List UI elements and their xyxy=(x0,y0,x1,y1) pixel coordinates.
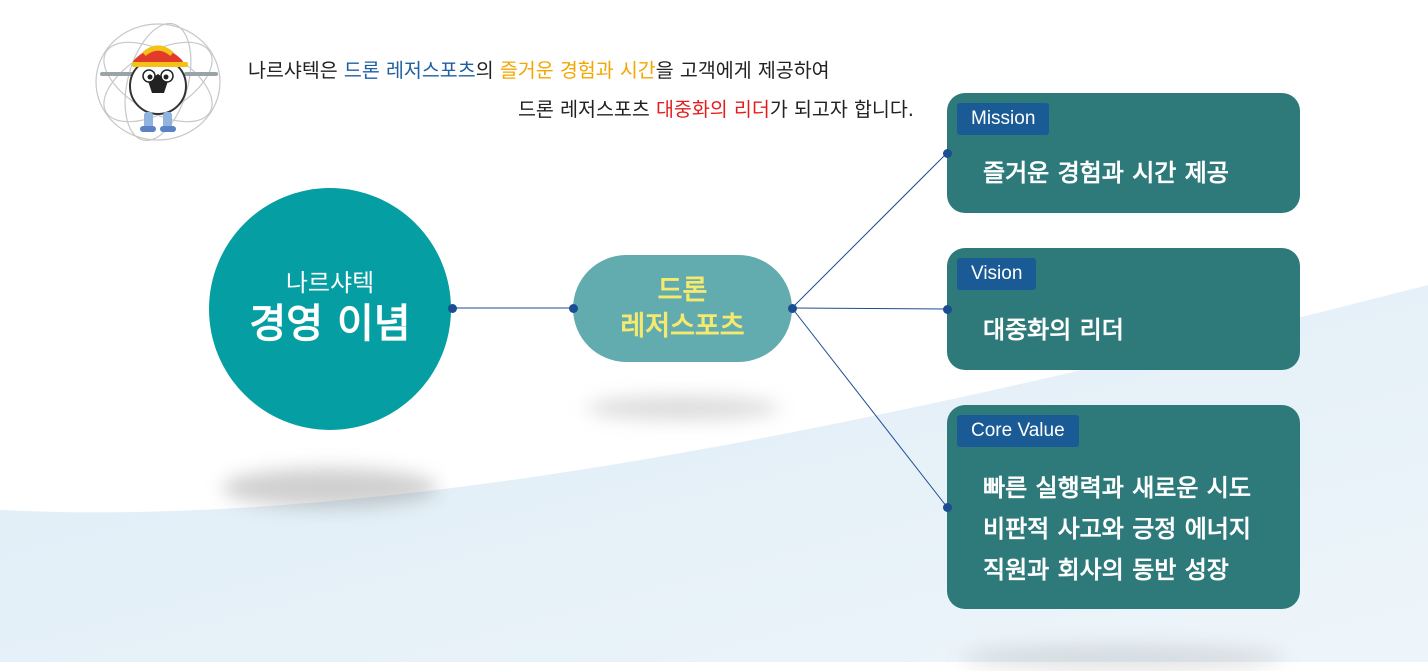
center-node-line-2: 레저스포츠 xyxy=(620,310,745,342)
connector-dot xyxy=(787,303,797,313)
core-value-line: 직원과 회사의 동반 성장 xyxy=(983,556,1229,584)
drone-soccer-ball-mascot-icon xyxy=(92,14,224,146)
mission-line: 즐거운 경험과 시간 제공 xyxy=(983,159,1229,187)
intro-text: 을 고객에게 제공하여 xyxy=(655,59,830,82)
connector-center-to-core xyxy=(791,307,948,508)
vision-line: 대중화의 리더 xyxy=(983,316,1124,344)
connector-dot xyxy=(942,148,952,158)
intro-text: 의 xyxy=(475,59,500,82)
intro-text: 드론 레저스포츠 xyxy=(517,98,656,121)
center-node-pill: 드론 레저스포츠 xyxy=(573,255,792,362)
vision-tag: Vision xyxy=(957,258,1037,290)
main-node-shadow xyxy=(222,468,438,508)
connector-dot xyxy=(447,303,457,313)
mission-card: Mission 즐거운 경험과 시간 제공 xyxy=(947,93,1300,213)
mission-tag: Mission xyxy=(957,103,1050,135)
connector-center-to-mission xyxy=(791,152,948,309)
core-value-text: 빠른 실행력과 새로운 시도 비판적 사고와 긍정 에너지 직원과 회사의 동반… xyxy=(983,468,1251,591)
core-value-line: 빠른 실행력과 새로운 시도 xyxy=(983,474,1251,502)
connector-dot xyxy=(568,303,578,313)
intro-text: 나르샤텍은 xyxy=(248,59,344,82)
intro-text: 가 되고자 합니다. xyxy=(769,98,914,121)
connector-center-to-vision xyxy=(791,307,948,310)
mission-text: 즐거운 경험과 시간 제공 xyxy=(983,153,1229,194)
connector-dot xyxy=(942,502,952,512)
main-node-title: 경영 이념 xyxy=(249,301,411,348)
connector-dot xyxy=(942,304,952,314)
main-node-subtitle: 나르샤텍 xyxy=(285,268,375,297)
intro-line-2: 드론 레저스포츠 대중화의 리더가 되고자 합니다. xyxy=(518,100,914,120)
vision-card: Vision 대중화의 리더 xyxy=(947,248,1300,370)
center-node-shadow xyxy=(586,396,780,420)
vision-text: 대중화의 리더 xyxy=(983,310,1124,351)
center-node-line-1: 드론 xyxy=(657,275,708,307)
main-node-circle: 나르샤텍 경영 이념 xyxy=(209,188,451,430)
highlight-leader: 대중화의 리더 xyxy=(655,98,770,121)
core-value-line: 비판적 사고와 긍정 에너지 xyxy=(983,515,1251,543)
highlight-drone-leisure: 드론 레저스포츠 xyxy=(343,59,476,82)
core-value-tag: Core Value xyxy=(957,415,1079,447)
intro-line-1: 나르샤텍은 드론 레저스포츠의 즐거운 경험과 시간을 고객에게 제공하여 xyxy=(248,61,830,81)
core-value-card: Core Value 빠른 실행력과 새로운 시도 비판적 사고와 긍정 에너지… xyxy=(947,405,1300,609)
cards-shadow xyxy=(962,645,1284,671)
highlight-fun-experience: 즐거운 경험과 시간 xyxy=(499,59,656,82)
